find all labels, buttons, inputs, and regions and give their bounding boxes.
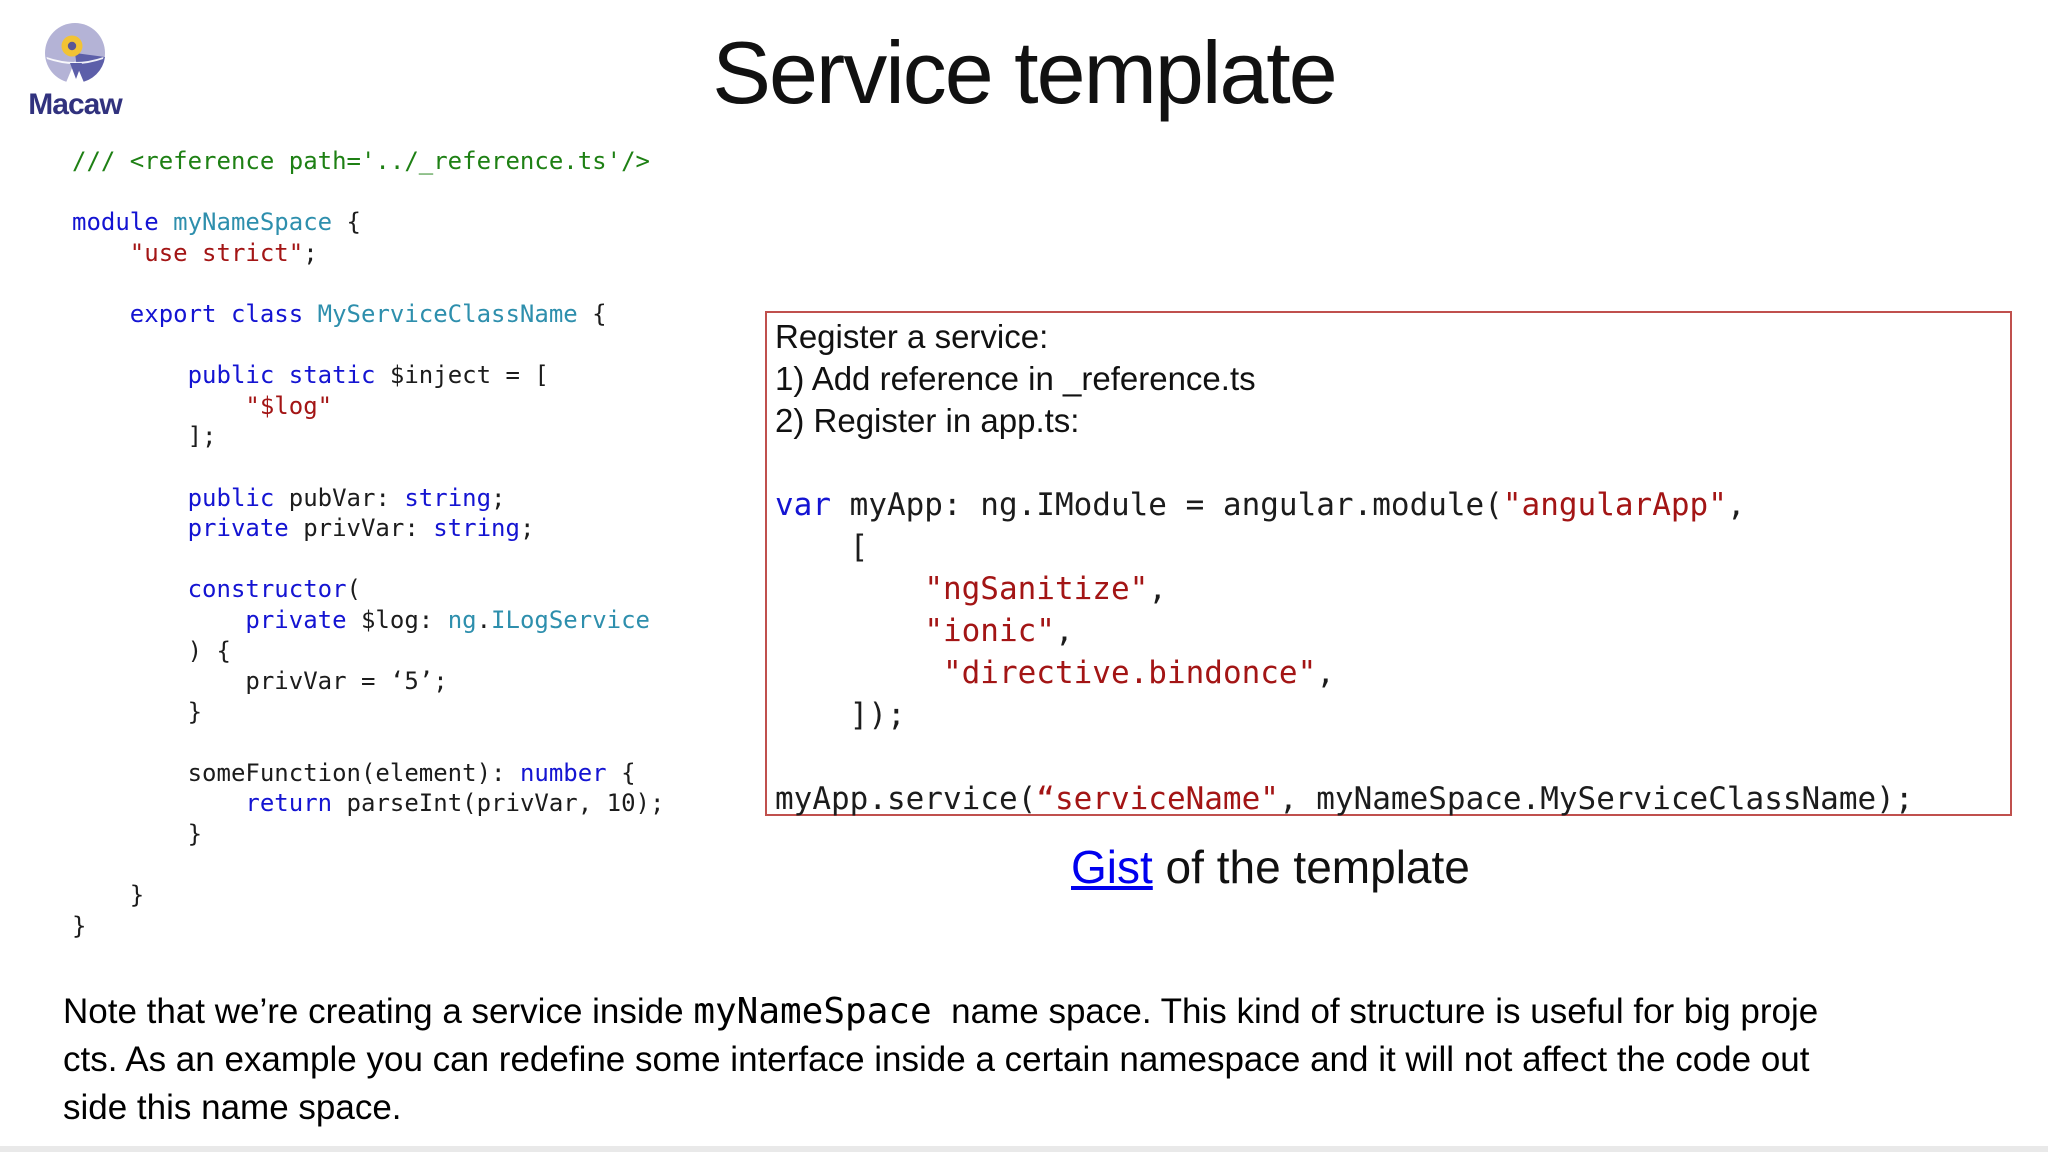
slide-title: Service template [712, 23, 1337, 122]
macaw-logo: Macaw [10, 12, 140, 121]
code-line: } [72, 881, 145, 910]
code-line: } [72, 697, 203, 726]
code-line: someFunction(element): number { [72, 758, 636, 787]
code-line: "directive.bindonce", [942, 655, 1335, 691]
code-line [72, 330, 664, 361]
code-line [72, 850, 664, 881]
code-line: return parseInt(privVar, 10); [245, 789, 665, 818]
code-line: 2) Register in app.ts: [775, 402, 1080, 439]
code-line: constructor( [187, 575, 361, 604]
bottom-strip [0, 1146, 2048, 1152]
note-line-2: cts. As an example you can redefine some… [63, 1040, 1810, 1079]
code-line: Register a service: [775, 318, 1049, 355]
code-line [72, 727, 664, 758]
code-line [775, 736, 2010, 778]
namespace-inline-code: myNameSpace [693, 991, 932, 1032]
code-line: [ [775, 529, 869, 565]
code-line [72, 452, 664, 483]
code-line: public static $inject = [ [187, 361, 549, 390]
note-paragraph: Note that we’re creating a service insid… [63, 988, 2038, 1132]
code-line: } [72, 820, 203, 849]
macaw-brand-text: Macaw [28, 88, 122, 121]
code-line: ) { [72, 636, 231, 665]
code-line: var myApp: ng.IModule = angular.module("… [775, 487, 1746, 523]
code-line: module myNameSpace { [72, 208, 362, 237]
code-line [72, 268, 664, 299]
code-line: "ionic", [924, 613, 1074, 649]
code-line: } [72, 911, 87, 940]
code-line [72, 177, 664, 208]
code-line: private $log: ng.ILogService [245, 605, 650, 634]
code-line [72, 544, 664, 575]
code-line: myApp.service(“serviceName", myNameSpace… [775, 781, 1914, 817]
code-line: 1) Add reference in _reference.ts [775, 360, 1256, 397]
code-line: private privVar: string; [187, 514, 535, 543]
code-line: "ngSanitize", [924, 571, 1167, 607]
code-line: "use strict"; [129, 238, 318, 267]
code-line: /// <reference path='../_reference.ts'/> [72, 147, 650, 175]
macaw-bird-icon [45, 23, 105, 85]
code-line: ]); [775, 697, 906, 733]
note-line-1: Note that we’re creating a service insid… [63, 991, 1819, 1032]
code-line: public pubVar: string; [187, 483, 506, 512]
register-service-box: Register a service: 1) Add reference in _… [765, 311, 2012, 817]
gist-caption-text: of the template [1152, 841, 1470, 893]
code-line: "$log" [245, 391, 333, 420]
service-template-code-block: /// <reference path='../_reference.ts'/>… [72, 146, 664, 941]
code-line: privVar = ‘5’; [72, 667, 448, 696]
gist-caption: Gist of the template [1071, 840, 1470, 894]
gist-link[interactable]: Gist [1071, 841, 1153, 893]
code-line [775, 442, 2010, 484]
code-line: ]; [72, 422, 217, 451]
note-line-3: side this name space. [63, 1088, 402, 1127]
code-line: export class MyServiceClassName { [129, 299, 607, 328]
